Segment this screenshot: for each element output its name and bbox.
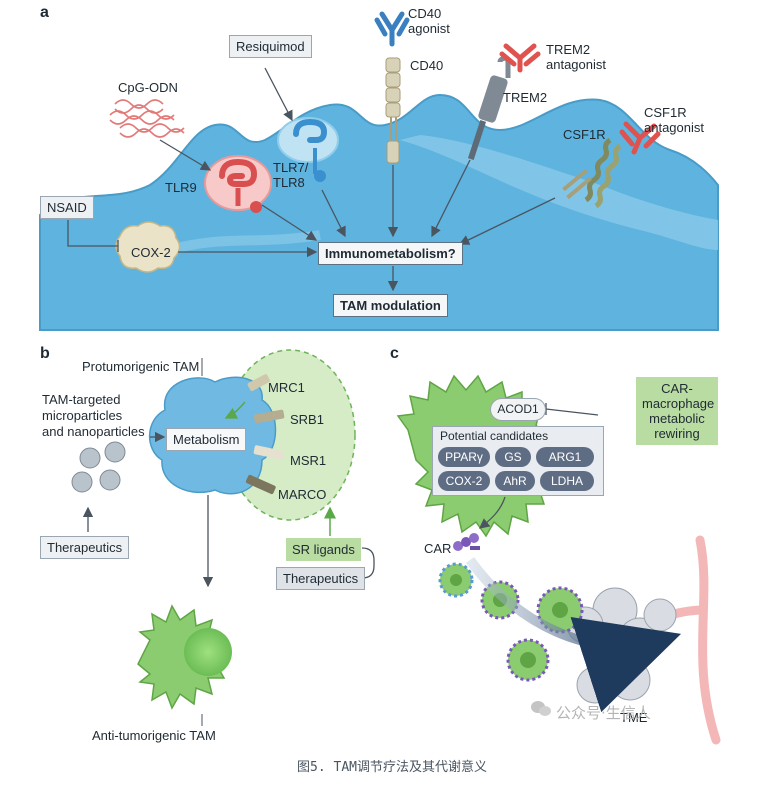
anti-tumorigenic-tam-cell [137,604,232,710]
wechat-icon [531,701,551,716]
sr-ligands-box: SR ligands [286,538,361,561]
cox2-enzyme-shape [115,221,181,273]
tlr7-tlr8-receptor-icon [277,117,339,182]
panel-b-letter: b [40,345,50,362]
anti-tumorigenic-tam-label: Anti-tumorigenic TAM [92,728,216,743]
cd40-agonist-label: CD40 agonist [408,6,450,36]
acod1-label: ACOD1 [490,398,546,421]
tme-label: TME [620,710,648,725]
cd40-agonist-antibody-icon [374,11,410,47]
car-macrophage-rewiring-box: CAR- macrophage metabolic rewiring [636,377,718,445]
nsaid-box: NSAID [40,196,94,219]
tlr9-receptor-icon [204,155,272,213]
receptor-label-msr1: MSR1 [290,453,327,468]
receptor-label-srb1: SRB1 [290,412,324,427]
car-receptor-icon [453,533,480,551]
candidate-pill-ldha: LDHA [540,471,594,491]
potential-candidates-title: Potential candidates [440,429,549,443]
trem2-antagonist-label: TREM2 antagonist [546,42,606,72]
receptor-label-marco: MARCO [278,487,327,502]
candidate-pill-pparg: PPARγ [438,447,490,467]
cpg-odn-icon [109,99,185,138]
csf1r-antagonist-antibody-icon [619,121,661,155]
tam-targeted-particles-label: TAM-targeted microparticles and nanopart… [42,392,145,439]
metabolism-box: Metabolism [166,428,247,451]
therapeutics-right-box: Therapeutics [276,567,366,590]
protumorigenic-tam-label: Protumorigenic TAM [82,359,200,374]
cox2-label: COX-2 [131,245,171,260]
candidate-pill-gs: GS [495,447,531,467]
immunometabolism-box: Immunometabolism? [318,242,463,265]
csf1r-receptor-icon [562,137,622,209]
panel-a-arrows [67,67,556,292]
car-label: CAR [424,541,452,556]
panel-a-letter: a [40,4,49,21]
csf1r-label: CSF1R [563,127,606,142]
therapeutics-left-box: Therapeutics [40,536,130,559]
panel-c-letter: c [390,345,399,362]
candidate-pill-ahr: AhR [495,471,535,491]
tlr7-tlr8-label: TLR7/ TLR8 [273,160,309,190]
nanoparticles-icon [71,441,126,493]
infiltration-arrow [465,557,682,713]
tam-modulation-box: TAM modulation [333,294,448,317]
trem2-antagonist-antibody-icon [499,43,541,73]
resiquimod-box: Resiquimod [229,35,312,58]
receptor-label-mrc1: MRC1 [268,380,305,395]
panel-a-cell [39,93,719,331]
tlr9-label: TLR9 [165,180,197,195]
figure-caption: 图5. TAM调节疗法及其代谢意义 [297,760,487,775]
csf1r-antagonist-label: CSF1R antagonist [644,105,704,135]
candidate-pill-cox2: COX-2 [438,471,490,491]
candidate-pill-arg1: ARG1 [536,447,594,467]
cd40-label: CD40 [410,58,444,73]
cpg-odn-label: CpG-ODN [118,80,178,95]
watermark-text: 公众号·生信人 [556,704,651,722]
car-macrophage-swarm [438,562,584,682]
trem2-label: TREM2 [503,90,548,105]
cd40-receptor-icon [385,57,401,164]
